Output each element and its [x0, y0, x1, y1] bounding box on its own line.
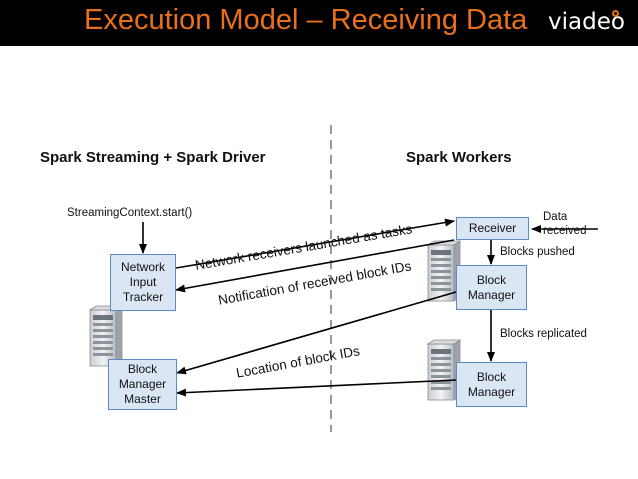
blocks-pushed-label: Blocks pushed	[500, 246, 575, 258]
network-input-tracker-box: Network Input Tracker	[110, 254, 176, 311]
arrow-location	[176, 291, 457, 375]
arrow-notification	[175, 239, 455, 293]
blocks-replicated-label: Blocks replicated	[500, 328, 587, 340]
block-manager-master-box: Block Manager Master	[108, 359, 177, 410]
block-manager-box-1: Block Manager	[456, 265, 527, 310]
start-call-label: StreamingContext.start()	[67, 207, 193, 219]
data-received-label: Data received	[543, 211, 587, 237]
arrow-replica-report	[176, 379, 457, 397]
section-heading-workers: Spark Workers	[406, 149, 512, 166]
slide-title: Execution Model – Receiving Data	[84, 4, 528, 36]
header-bar: Execution Model – Receiving Data viadeo	[0, 0, 638, 46]
receiver-box: Receiver	[456, 217, 529, 240]
logo-dot-icon	[612, 10, 619, 17]
arrow-launch	[175, 218, 455, 269]
server-tower-icon	[89, 305, 123, 367]
section-heading-driver: Spark Streaming + Spark Driver	[40, 149, 266, 166]
block-manager-box-2: Block Manager	[456, 362, 527, 407]
